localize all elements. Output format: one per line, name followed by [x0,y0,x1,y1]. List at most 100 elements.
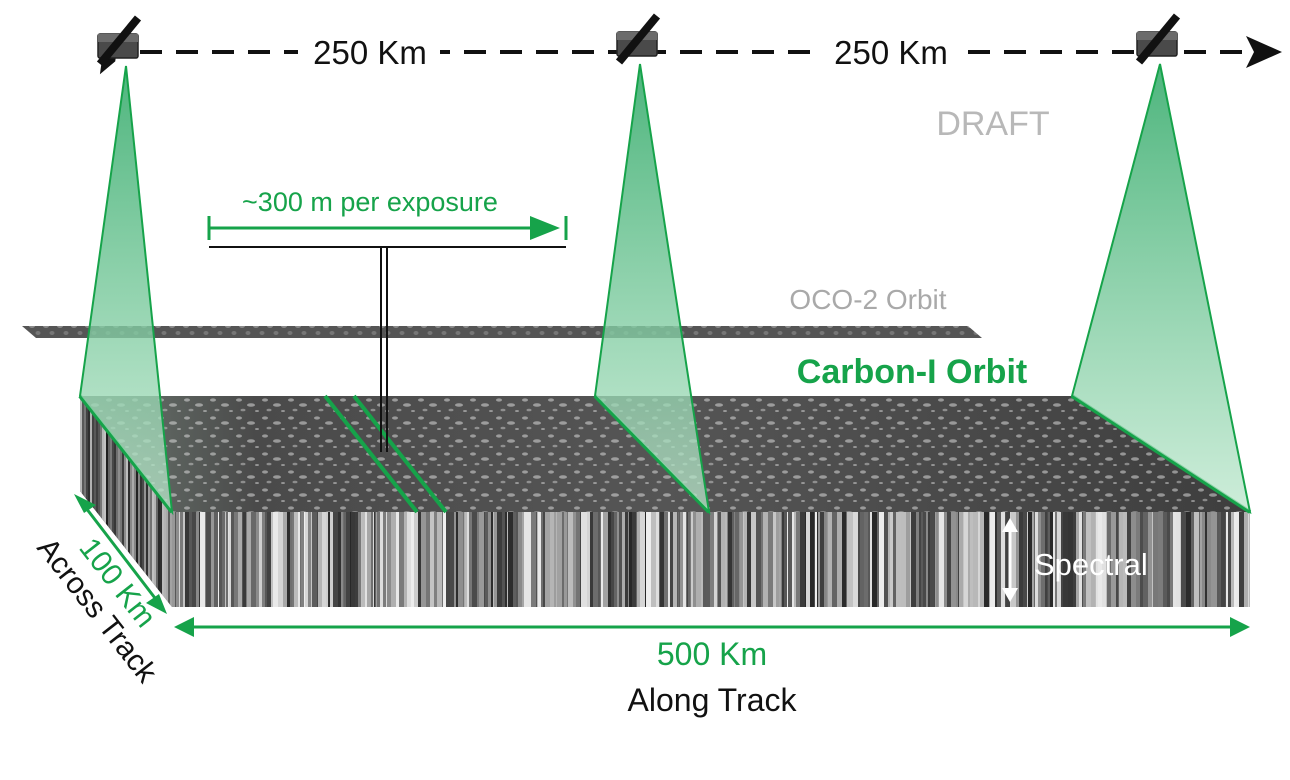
spectral-stripe [611,512,614,607]
spectral-stripe [1167,512,1170,607]
spectral-stripe [1073,512,1076,607]
spectral-stripe [343,512,344,607]
spectral-stripe [287,512,290,607]
spectral-stripe [300,512,301,607]
spectral-stripe [375,512,376,607]
spectral-stripe [677,512,678,607]
spectral-stripe [294,512,298,607]
spectral-stripe [664,512,668,607]
spectral-stripe [242,512,243,607]
side-stripe [98,418,100,517]
side-stripe [80,396,82,494]
spectral-stripe [870,512,872,607]
spectral-stripe [1034,512,1035,607]
spectral-stripe [824,512,826,607]
side-stripe [160,496,162,595]
spectral-stripe [183,512,185,607]
spectral-stripe [179,512,180,607]
satellite-icon [96,15,142,75]
spectral-stripe [787,512,788,607]
spectral-stripe [365,512,367,607]
spectral-stripe [1217,512,1219,607]
spectral-stripe [205,512,206,607]
spectral-stripe [919,512,921,607]
spectral-stripe [247,512,251,607]
spectral-stripe [810,512,814,607]
spectral-stripe [1221,512,1225,607]
side-stripe [94,413,96,512]
spectral-stripe [827,512,828,607]
side-stripe [126,454,128,552]
spectral-stripe [828,512,832,607]
spectral-stripe [1019,512,1023,607]
spectral-stripe [361,512,362,607]
side-stripe [158,494,160,592]
spectral-stripe [925,512,926,607]
spectral-stripe [1023,512,1027,607]
spectral-stripe [751,512,756,607]
spectral-stripe [632,512,636,607]
spectral-stripe [1152,512,1153,607]
spectral-stripe [283,512,287,607]
spectral-stripe [338,512,341,607]
spectral-stripe [1118,512,1119,607]
spectral-stripe [1047,512,1048,607]
spectral-stripe [963,512,964,607]
spectral-stripe [1068,512,1073,607]
spectral-label: Spectral [1034,547,1148,582]
side-stripe [124,451,126,549]
spectral-stripe [238,512,242,607]
spectral-stripe [683,512,686,607]
spectral-stripe [710,512,714,607]
spectral-stripe [687,512,688,607]
spectral-stripe [906,512,910,607]
spectral-stripe [458,512,463,607]
spectral-stripe [278,512,283,607]
spectral-stripe [556,512,557,607]
side-stripe [92,411,94,509]
spectral-stripe [522,512,524,607]
spectral-stripe [625,512,628,607]
spectral-stripe [497,512,502,607]
spectral-stripe [763,512,768,607]
spectral-stripe [990,512,995,607]
spectral-stripe [418,512,421,607]
spectral-stripe [1082,512,1083,607]
spectral-stripe [805,512,806,607]
side-stripe [86,403,88,502]
spectral-stripe [1086,512,1091,607]
side-stripe [114,438,116,537]
satellite-icon [615,13,661,65]
spectral-stripe [267,512,271,607]
spectral-stripe [231,512,234,607]
side-stripe [142,474,144,572]
spectral-stripe [344,512,346,607]
spectral-stripe [1205,512,1207,607]
spectral-stripe [467,512,469,607]
spectral-stripe [930,512,934,607]
spectral-stripe [214,512,218,607]
arrowhead-icon [530,216,560,240]
side-stripe [148,481,150,580]
spectral-stripe [1006,512,1010,607]
side-stripe [136,466,138,565]
spectral-stripe [538,512,541,607]
exposure-footprint-a [323,394,419,514]
spectral-stripe [1057,512,1061,607]
spectral-stripe [557,512,562,607]
spectral-stripe [1231,512,1234,607]
spectral-stripe [383,512,386,607]
spectral-stripe [1239,512,1244,607]
spectral-stripe [446,512,450,607]
spectral-stripe [1225,512,1226,607]
spectral-stripe [350,512,351,607]
spectral-stripe [554,512,556,607]
spectral-stripe [1180,512,1181,607]
spectral-stripe [858,512,860,607]
spectral-stripe [1211,512,1213,607]
spectral-stripe [1001,512,1005,607]
spectral-stripe [832,512,837,607]
spectral-stripe [717,512,718,607]
spectral-stripe [656,512,659,607]
